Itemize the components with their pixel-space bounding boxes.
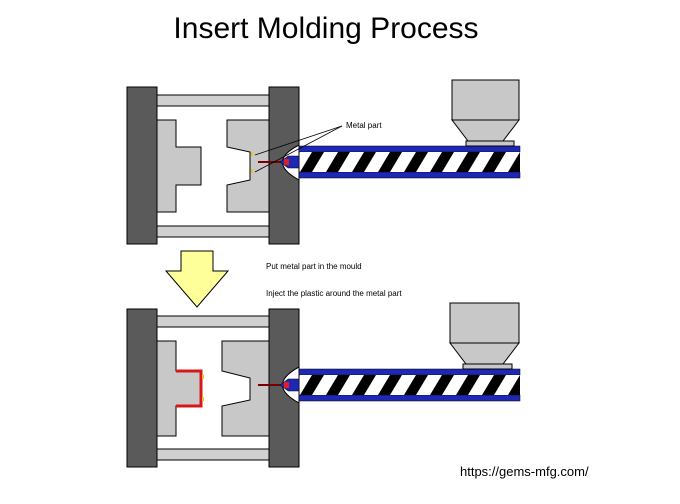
screw (300, 375, 520, 395)
nozzle-red-tip (284, 382, 289, 388)
moving-platen (126, 308, 158, 468)
metal-part-label: Metal part (346, 121, 382, 130)
hopper-body (449, 302, 520, 344)
mold-cavity-half (226, 119, 270, 213)
molded-plastic-outline (176, 369, 203, 408)
source-url: https://gems-mfg.com/ (460, 464, 589, 479)
hopper-throat (465, 140, 515, 147)
process-arrow (164, 250, 230, 308)
step2-label: Inject the plastic around the metal part (266, 289, 402, 298)
callout-line-lower (254, 125, 343, 173)
machine-top (126, 79, 521, 245)
tie-bar-upper (156, 315, 270, 328)
moving-platen (126, 86, 158, 245)
barrel-lower-wall (298, 171, 521, 179)
tie-bar-upper (156, 94, 270, 107)
mold-core-half (156, 340, 202, 437)
diagram-title: Insert Molding Process (173, 12, 479, 45)
barrel-lower-wall (298, 394, 521, 402)
screw (300, 152, 520, 172)
step1-label: Put metal part in the mould (266, 262, 362, 271)
callout-line-upper (254, 125, 343, 156)
barrel-upper-wall (298, 368, 521, 376)
nozzle-red-tip (284, 159, 289, 165)
hopper-funnel (450, 119, 521, 142)
tie-bar-lower (156, 225, 270, 238)
hopper-funnel (448, 342, 521, 365)
mold-cavity-half (221, 340, 270, 437)
barrel-upper-wall (298, 145, 521, 153)
tie-bar-lower (156, 448, 270, 461)
hopper-body (451, 79, 520, 121)
hopper-throat (462, 363, 513, 370)
mold-core-half (156, 119, 202, 213)
machine-bottom (126, 302, 521, 468)
